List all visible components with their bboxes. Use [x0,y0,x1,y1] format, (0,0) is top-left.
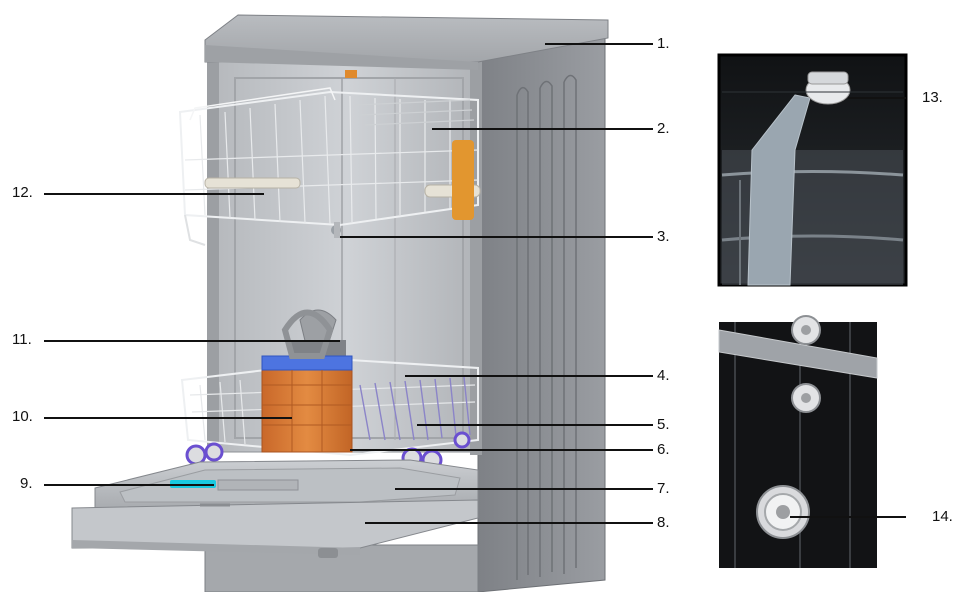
leader-6 [350,449,653,451]
inset-lower-basket-wheel [718,315,878,568]
leader-2 [432,128,653,130]
basket-height-adjuster [452,140,474,220]
leader-12 [44,193,264,195]
leader-7 [395,488,653,490]
callout-8: 8. [657,514,670,531]
callout-10: 10. [12,408,33,425]
callout-3: 3. [657,228,670,245]
callout-1: 1. [657,35,670,52]
callout-11: 11. [12,331,32,348]
leader-9 [44,484,214,486]
leader-5 [417,424,653,426]
callout-6: 6. [657,441,670,458]
callout-5: 5. [657,416,670,433]
leader-4 [405,375,653,377]
callout-4: 4. [657,367,670,384]
cutlery-basket [261,309,353,453]
callout-9: 9. [20,475,33,492]
upper-basket [178,87,479,246]
side-panel-ribs [516,74,577,580]
callout-14: 14. [932,508,953,525]
leader-8 [365,522,653,524]
inset-top-spray-arm [717,53,908,287]
leader-10 [44,417,292,419]
leader-1 [545,43,653,45]
leader-11 [44,340,340,342]
cabinet-side-panel [477,21,606,593]
callout-13: 13. [922,89,943,106]
leader-13 [848,97,906,99]
leader-3 [340,236,653,238]
upper-rail [204,177,301,189]
callout-12: 12. [12,184,33,201]
door-front [71,499,479,549]
callout-7: 7. [657,480,670,497]
leader-14 [790,516,906,518]
callout-2: 2. [657,120,670,137]
dishwasher [71,14,609,593]
